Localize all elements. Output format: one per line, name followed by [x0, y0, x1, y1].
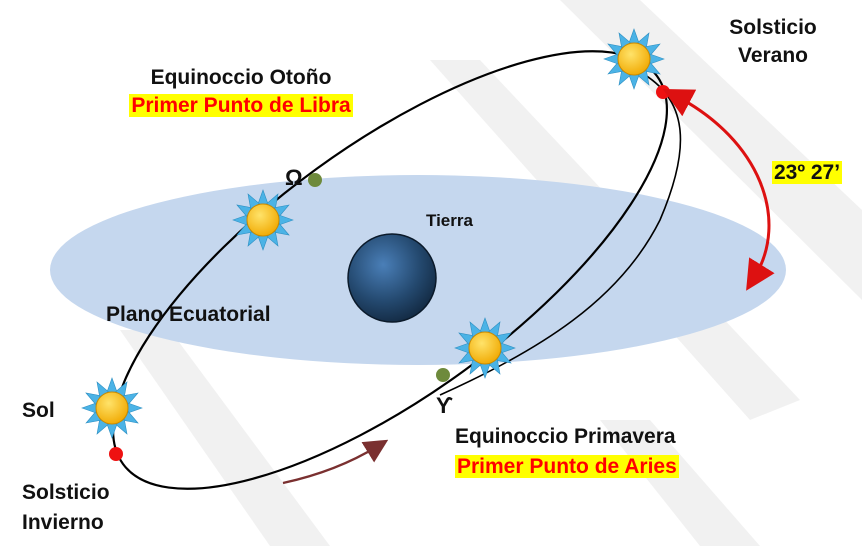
equinox-spring-title: Equinoccio Primavera	[455, 425, 676, 448]
equinox-autumn-label: Equinoccio Otoño Primer Punto de Libra	[116, 66, 366, 118]
solstice-winter-line1: Solsticio	[22, 481, 110, 504]
aries-symbol: ϒ	[436, 393, 453, 418]
angle-value: 23º 27’	[772, 161, 843, 184]
solstice-point-summer	[656, 85, 670, 99]
node-omega	[308, 173, 322, 187]
motion-arrow	[282, 439, 389, 485]
omega-symbol: Ω	[285, 165, 303, 190]
solstice-winter-label: Solsticio Invierno	[22, 481, 110, 535]
sun-icon-winter	[81, 377, 143, 439]
libra-point-label: Primer Punto de Libra	[129, 94, 353, 118]
earth-label: Tierra	[426, 211, 473, 230]
solstice-summer-line1: Solsticio	[729, 16, 817, 39]
solstice-point-winter	[109, 447, 123, 461]
earth	[347, 233, 437, 323]
sun-label: Sol	[22, 399, 55, 422]
angle-label: 23º 27’	[772, 161, 843, 185]
angle-arrow	[662, 89, 775, 291]
equatorial-plane-label: Plano Ecuatorial	[106, 303, 271, 326]
solstice-winter-line2: Invierno	[22, 511, 104, 535]
solstice-summer-line2: Verano	[737, 44, 809, 68]
solstice-summer-label: Solsticio Verano	[718, 16, 828, 68]
equinox-spring-label: Equinoccio Primavera Primer Punto de Ari…	[455, 425, 679, 479]
aries-point-label: Primer Punto de Aries	[455, 455, 679, 479]
node-aries	[436, 368, 450, 382]
equinox-autumn-title: Equinoccio Otoño	[150, 66, 332, 89]
